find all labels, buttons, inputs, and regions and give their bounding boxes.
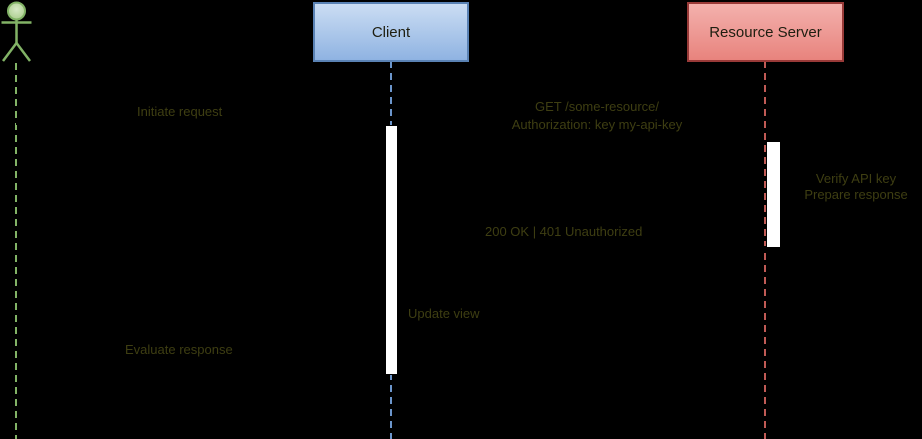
actor-leg-right — [15, 42, 31, 62]
participant-resource-server-label: Resource Server — [709, 23, 822, 41]
arrow-get-request — [398, 135, 760, 145]
actor-figure-icon — [1, 1, 32, 62]
message-update-view: Update view — [408, 306, 480, 321]
message-evaluate-response: Evaluate response — [125, 342, 233, 357]
server-activation-bar — [766, 141, 781, 248]
server-note: Verify API key Prepare response — [795, 171, 917, 203]
actor-lifeline — [15, 63, 17, 439]
arrow-response — [405, 242, 766, 252]
participant-client: Client — [313, 2, 469, 62]
client-activation-bar — [385, 125, 398, 375]
message-get-request: GET /some-resource/ Authorization: key m… — [447, 98, 747, 134]
actor-head — [7, 1, 26, 21]
server-lifeline — [764, 61, 766, 439]
participant-resource-server: Resource Server — [687, 2, 844, 62]
participant-client-label: Client — [371, 23, 411, 41]
message-response: 200 OK | 401 Unauthorized — [485, 224, 643, 239]
arrow-evaluate-response — [23, 369, 385, 379]
message-get-request-line1: GET /some-resource/ — [534, 99, 660, 114]
server-note-line1: Verify API key — [815, 171, 897, 186]
arrow-initiate-request — [16, 119, 379, 129]
arrow-update-view-self — [398, 325, 441, 347]
message-initiate-request: Initiate request — [137, 104, 223, 119]
actor-leg-left — [2, 42, 18, 62]
message-get-request-line2: Authorization: key my-api-key — [511, 117, 683, 132]
server-note-line2: Prepare response — [804, 187, 908, 202]
